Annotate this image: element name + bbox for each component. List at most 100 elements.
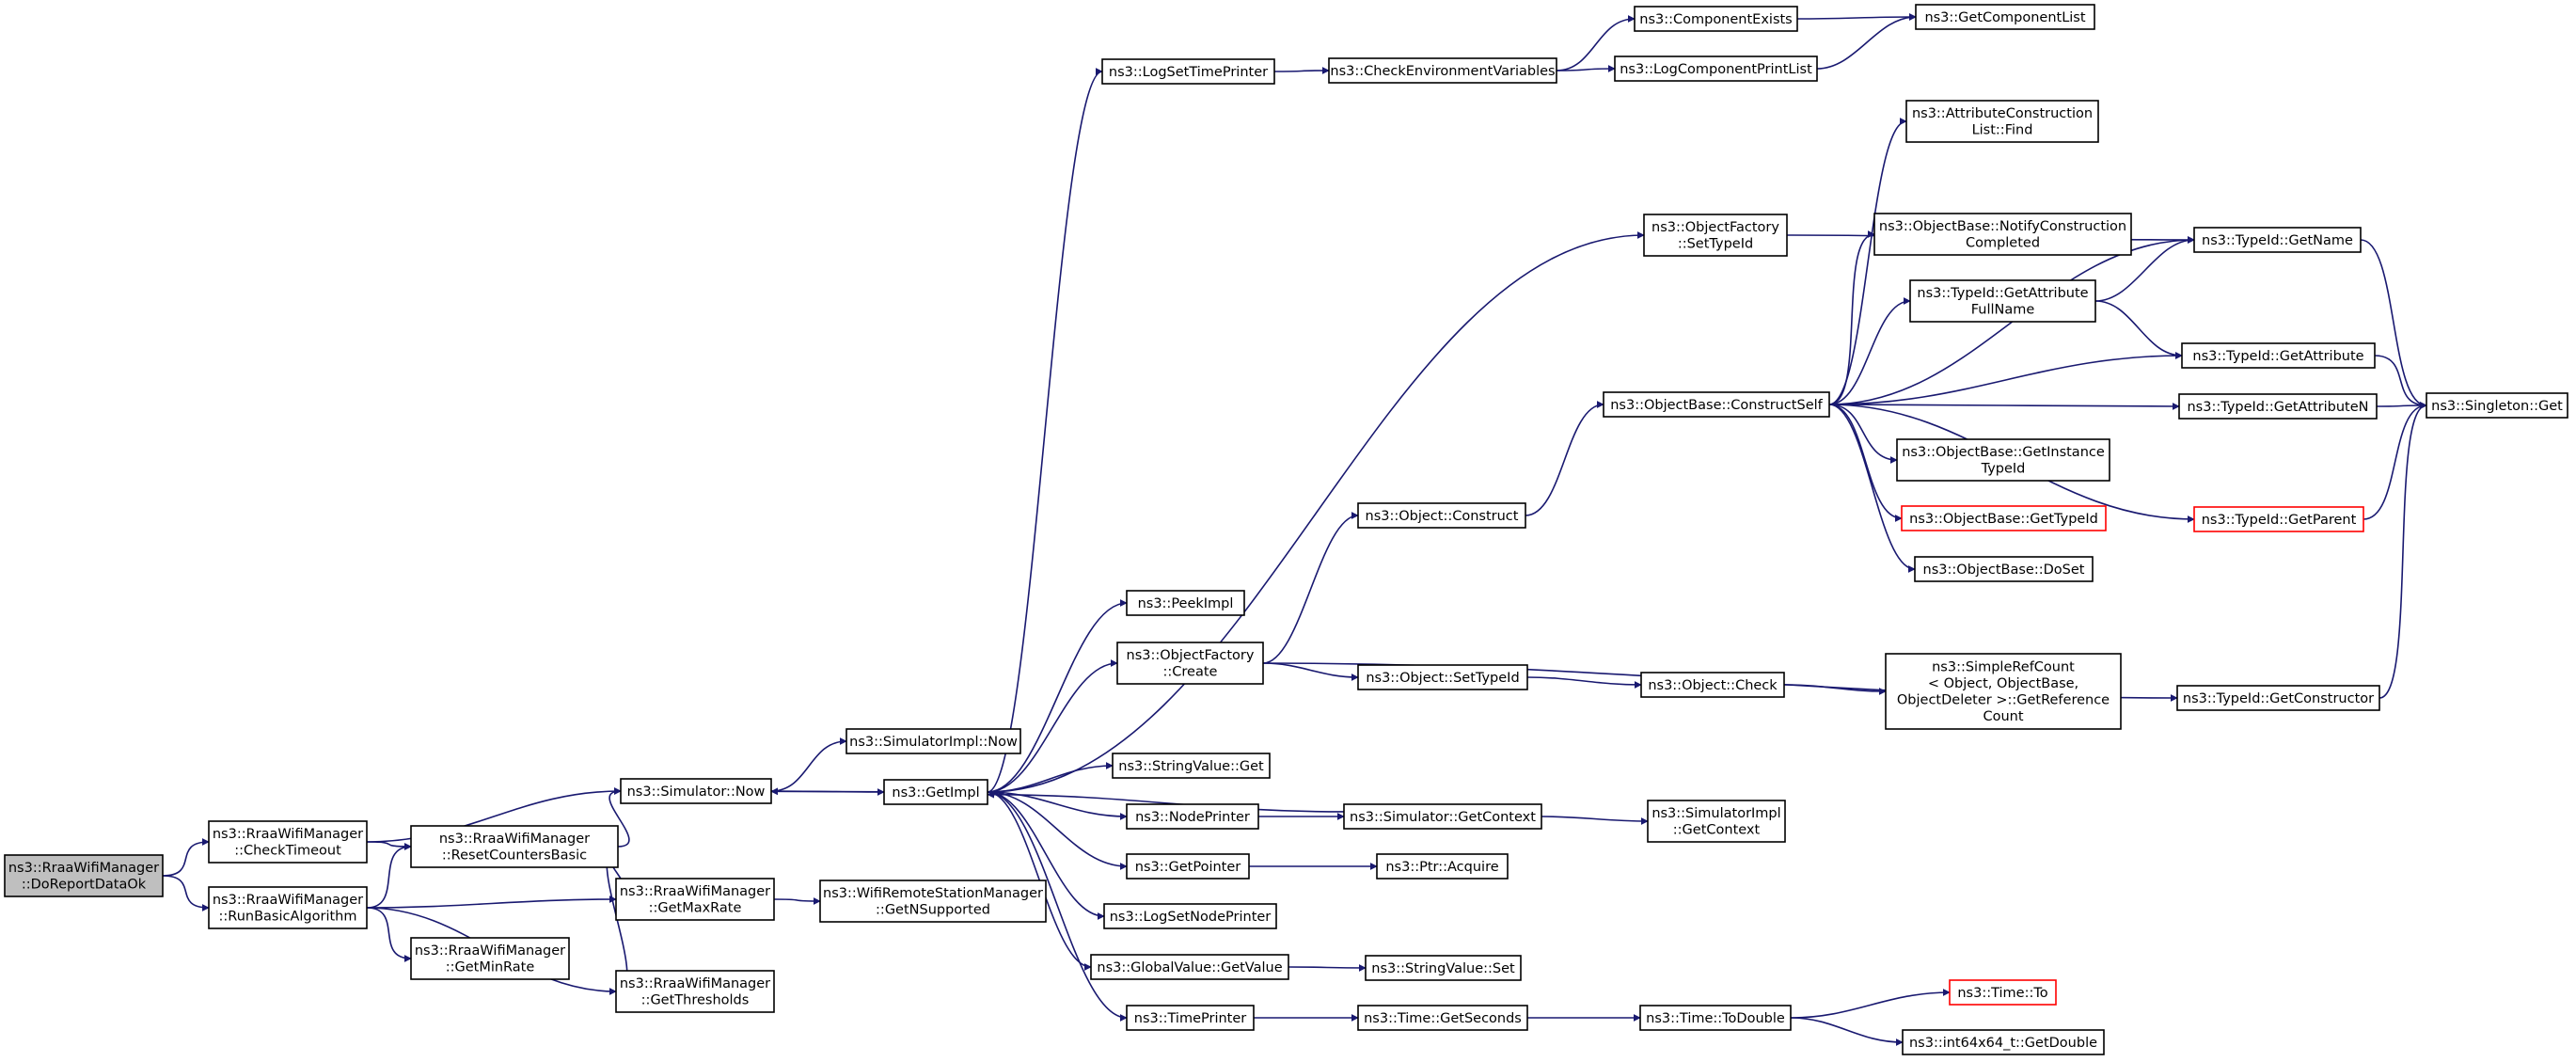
node-nodeprinter[interactable]: ns3::NodePrinter [1126, 803, 1259, 830]
node-label: ::ResetCountersBasic [442, 848, 587, 864]
node-strvalget[interactable]: ns3::StringValue::Get [1112, 753, 1271, 779]
node-strvalset[interactable]: ns3::StringValue::Set [1365, 955, 1522, 981]
node-obgettypeid[interactable]: ns3::ObjectBase::GetTypeId [1901, 505, 2107, 531]
node-resetcounters[interactable]: ns3::RraaWifiManager::ResetCountersBasic [410, 825, 619, 868]
node-tgetattr[interactable]: ns3::TypeId::GetAttribute [2181, 342, 2376, 369]
edge-runbasic-to-resetcounters [366, 843, 412, 909]
node-label: ns3::TypeId::GetParent [2202, 513, 2357, 528]
node-label: ns3::NodePrinter [1135, 810, 1250, 825]
node-label: ns3::Time::ToDouble [1646, 1011, 1785, 1026]
node-tgetattrn[interactable]: ns3::TypeId::GetAttributeN [2178, 393, 2378, 420]
node-label: ns3::ObjectBase::GetInstance [1902, 445, 2105, 460]
node-timegetseconds[interactable]: ns3::Time::GetSeconds [1357, 1005, 1528, 1031]
node-checkenv[interactable]: ns3::CheckEnvironmentVariables [1328, 57, 1557, 84]
node-getcomplist[interactable]: ns3::GetComponentList [1915, 4, 2095, 30]
node-timeprinter[interactable]: ns3::TimePrinter [1126, 1005, 1255, 1031]
node-label: TypeId [1981, 462, 2026, 477]
node-label: ns3::Simulator::GetContext [1350, 810, 1536, 825]
node-label: ns3::TypeId::GetAttribute [1917, 286, 2088, 301]
node-label: ns3::LogSetNodePrinter [1110, 910, 1272, 925]
node-getimpl[interactable]: ns3::GetImpl [883, 779, 988, 805]
node-label: ns3::StringValue::Get [1118, 759, 1264, 774]
node-label: ns3::TimePrinter [1134, 1011, 1247, 1026]
node-label: ns3::SimulatorImpl [1651, 806, 1780, 821]
node-gvgetvalue[interactable]: ns3::GlobalValue::GetValue [1090, 954, 1289, 980]
node-getminrate[interactable]: ns3::RraaWifiManager::GetMinRate [410, 937, 570, 980]
node-label: ::DoReportDataOk [22, 878, 147, 893]
node-label: ns3::ObjectFactory [1127, 648, 1255, 663]
node-ptracquire[interactable]: ns3::Ptr::Acquire [1376, 853, 1509, 880]
node-label: ns3::GlobalValue::GetValue [1097, 960, 1282, 975]
node-objsettypeid[interactable]: ns3::Object::SetTypeId [1357, 664, 1528, 690]
node-simimplnow[interactable]: ns3::SimulatorImpl::Now [845, 728, 1021, 754]
edge-tgetconstructor-to-singletonget [2378, 402, 2427, 699]
edge-tgetname-to-singletonget [2360, 239, 2427, 409]
edge-objconstruct-to-constructself [1525, 401, 1604, 516]
node-label: ns3::LogSetTimePrinter [1109, 65, 1268, 80]
node-timetodouble[interactable]: ns3::Time::ToDouble [1639, 1005, 1792, 1031]
node-logsettime[interactable]: ns3::LogSetTimePrinter [1101, 58, 1275, 85]
node-logsetnode[interactable]: ns3::LogSetNodePrinter [1103, 903, 1277, 929]
edge-getattrfullname-to-tgetattr [2094, 300, 2183, 359]
edge-getimpl-to-logsetnode [987, 791, 1105, 920]
edge-getimpl-to-nodeprinter [987, 791, 1128, 820]
node-obdoset[interactable]: ns3::ObjectBase::DoSet [1914, 556, 2094, 582]
node-objcheck[interactable]: ns3::Object::Check [1640, 672, 1785, 698]
edge-constructself-to-obdoset [1828, 404, 1916, 573]
node-runbasic[interactable]: ns3::RraaWifiManager::RunBasicAlgorithm [208, 886, 368, 929]
node-label: ns3::StringValue::Set [1371, 961, 1515, 976]
node-logcompprint[interactable]: ns3::LogComponentPrintList [1614, 55, 1818, 82]
node-constructself[interactable]: ns3::ObjectBase::ConstructSelf [1603, 391, 1830, 418]
edge-doreport-to-runbasic [162, 875, 210, 911]
node-label: ns3::ObjectBase::DoSet [1923, 563, 2085, 578]
node-objconstruct[interactable]: ns3::Object::Construct [1357, 502, 1526, 529]
node-tgetconstructor[interactable]: ns3::TypeId::GetConstructor [2176, 685, 2380, 711]
edge-gvgetvalue-to-strvalset [1288, 963, 1367, 972]
edge-tgetattr-to-singletonget [2374, 355, 2427, 409]
node-tgetparent[interactable]: ns3::TypeId::GetParent [2193, 506, 2364, 532]
node-simimplgetcontext[interactable]: ns3::SimulatorImpl::GetContext [1647, 800, 1786, 843]
edge-tgetattrn-to-singletonget [2376, 402, 2427, 410]
edge-constructself-to-notifyconstruct [1828, 230, 1875, 405]
node-label: ::GetContext [1673, 823, 1761, 838]
node-notifyconstruct[interactable]: ns3::ObjectBase::NotifyConstructionCompl… [1873, 213, 2132, 256]
node-label: ns3::LogComponentPrintList [1620, 62, 1812, 77]
node-getthresholds[interactable]: ns3::RraaWifiManager::GetThresholds [615, 970, 775, 1013]
node-label: ns3::Time::To [1957, 986, 2047, 1001]
node-tgetname[interactable]: ns3::TypeId::GetName [2193, 227, 2362, 253]
node-label: ns3::Time::GetSeconds [1364, 1011, 1522, 1026]
edge-getimpl-to-logsettime [987, 68, 1103, 793]
edge-tgetparent-to-singletonget [2363, 402, 2427, 520]
node-timeto[interactable]: ns3::Time::To [1949, 979, 2057, 1006]
node-peekimpl[interactable]: ns3::PeekImpl [1126, 590, 1245, 616]
node-getpointer[interactable]: ns3::GetPointer [1126, 853, 1250, 880]
edge-getattrfullname-to-tgetname [2094, 236, 2195, 302]
node-ofcreate[interactable]: ns3::ObjectFactory::Create [1116, 642, 1264, 685]
node-getmaxrate[interactable]: ns3::RraaWifiManager::GetMaxRate [615, 878, 775, 921]
node-label: ns3::ObjectBase::NotifyConstruction [1879, 219, 2126, 234]
node-simgetcontext[interactable]: ns3::Simulator::GetContext [1343, 803, 1542, 830]
edge-constructself-to-attrfind [1828, 118, 1907, 405]
node-ofsettypeid[interactable]: ns3::ObjectFactory::SetTypeId [1643, 214, 1788, 257]
node-simplerefcount[interactable]: ns3::SimpleRefCount< Object, ObjectBase,… [1885, 653, 2122, 730]
edge-ofcreate-to-objconstruct [1262, 512, 1359, 664]
edge-getimpl-to-timeprinter [987, 791, 1128, 1022]
edge-getmaxrate-to-getnsupported [773, 896, 821, 905]
node-label: ns3::TypeId::GetConstructor [2183, 691, 2374, 706]
node-simnow[interactable]: ns3::Simulator::Now [620, 778, 772, 804]
edge-checktimeout-to-simnow [366, 787, 622, 843]
node-label: ns3::ObjectFactory [1651, 220, 1779, 235]
node-label: ns3::Ptr::Acquire [1385, 860, 1498, 875]
node-compexists[interactable]: ns3::ComponentExists [1634, 6, 1798, 32]
node-checktimeout[interactable]: ns3::RraaWifiManager::CheckTimeout [208, 820, 368, 864]
edge-constructself-to-getattrfullname [1828, 297, 1911, 405]
node-label: ns3::ObjectBase::ConstructSelf [1610, 398, 1823, 413]
node-getnsupported[interactable]: ns3::WifiRemoteStationManager::GetNSuppo… [819, 880, 1047, 923]
node-singletonget[interactable]: ns3::Singleton::Get [2426, 392, 2568, 419]
node-label: ns3::SimulatorImpl::Now [849, 735, 1018, 750]
node-getdouble[interactable]: ns3::int64x64_t::GetDouble [1902, 1029, 2105, 1055]
